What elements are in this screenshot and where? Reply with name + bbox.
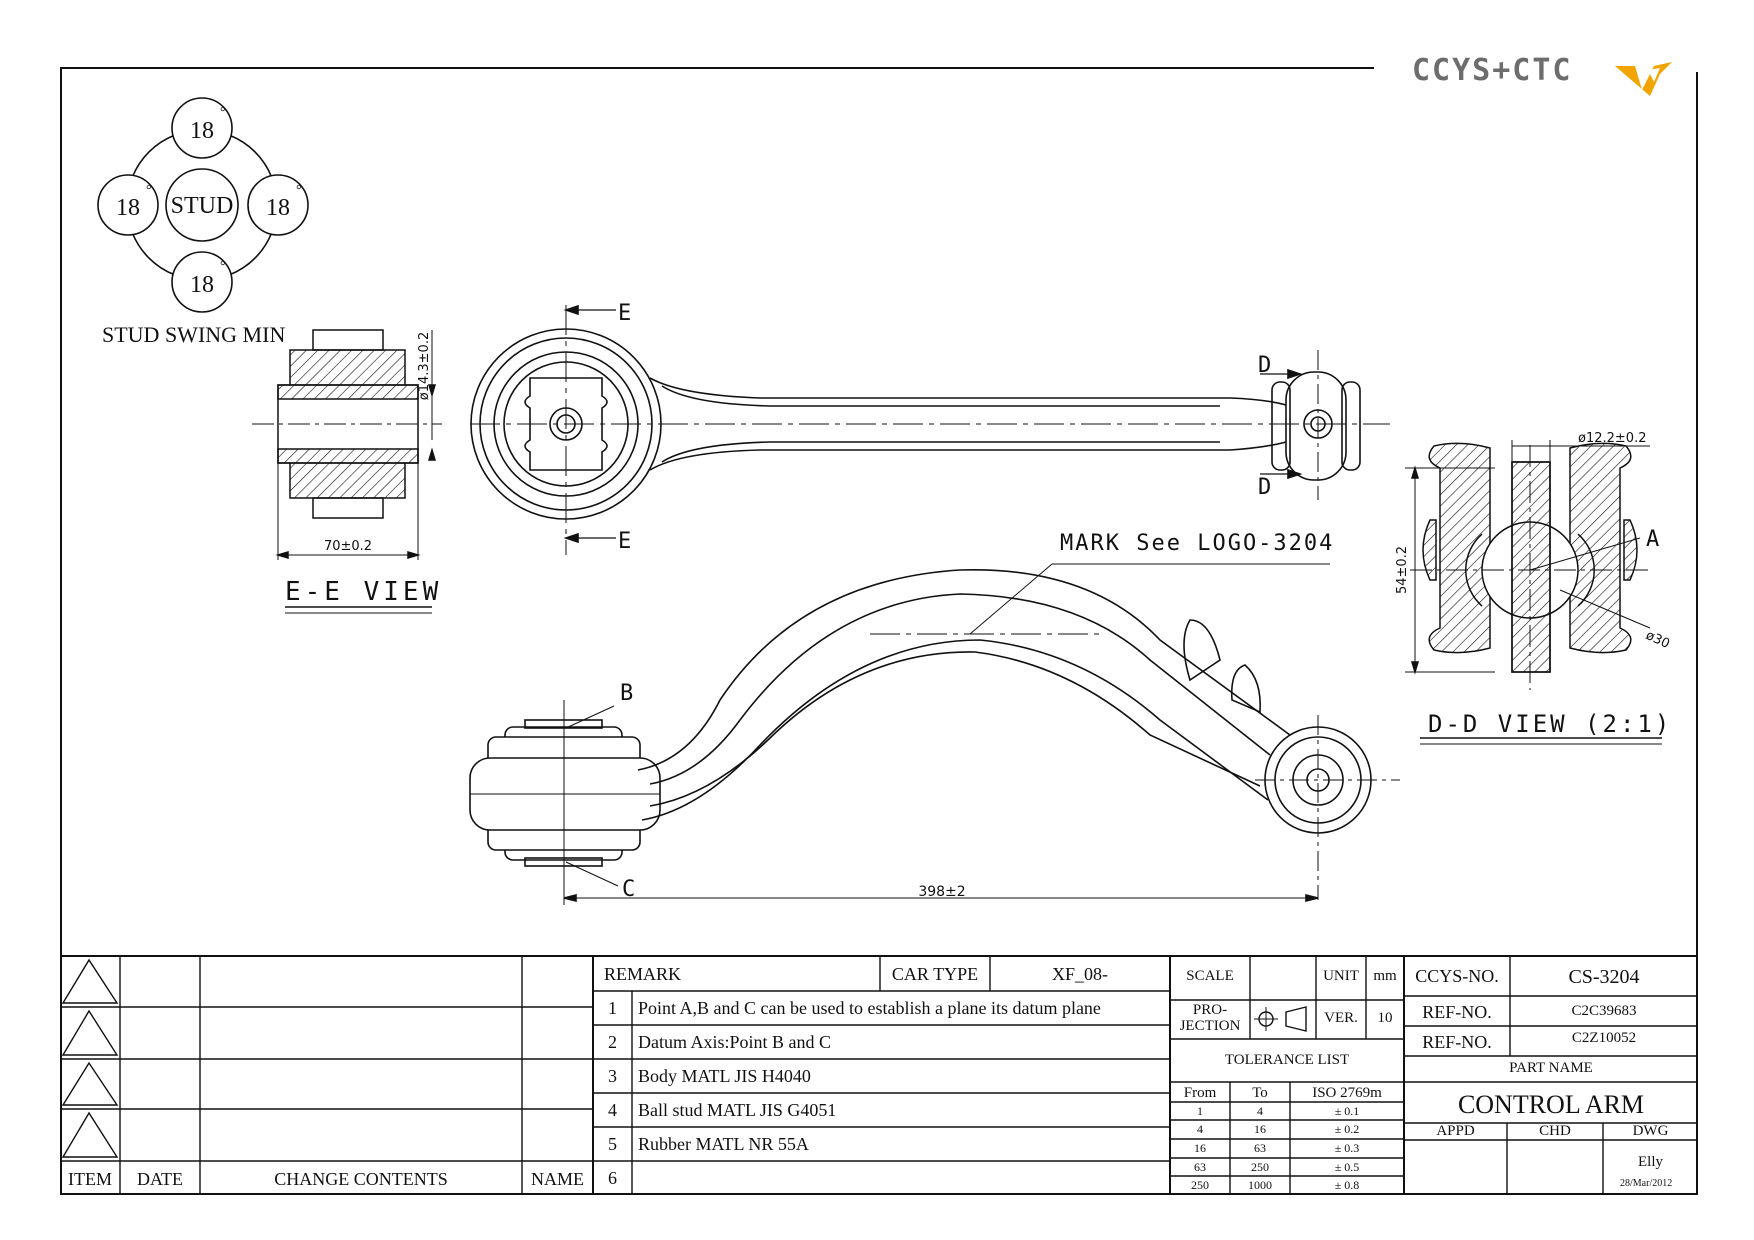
rev-header-item: ITEM [68, 1169, 112, 1189]
swing-angle-bottom: 18 [190, 272, 214, 298]
remark-text: Body MATL JIS H4040 [638, 1066, 811, 1086]
tol-to: 4 [1257, 1104, 1263, 1118]
section-d-top: D [1258, 353, 1271, 378]
ref-no-value-1: C2C39683 [1571, 1003, 1637, 1019]
part-name: CONTROL ARM [1457, 1090, 1645, 1119]
degree-mark: ° [296, 183, 302, 198]
tolerance-title: TOLERANCE LIST [1224, 1052, 1350, 1068]
dd-dim-height: 54±0.2 [1395, 546, 1410, 594]
remark-no: 4 [608, 1100, 617, 1120]
unit-label: UNIT [1323, 968, 1359, 984]
dd-view-title: D-D VIEW (2:1) [1428, 710, 1672, 738]
point-a-label: A [1646, 527, 1659, 552]
degree-mark: ° [220, 105, 226, 120]
tol-from: 63 [1194, 1160, 1206, 1174]
swing-center-circle [165, 168, 239, 242]
tol-header-iso: ISO 2769m [1312, 1085, 1382, 1101]
remark-text: Point A,B and C can be used to establish… [638, 998, 1101, 1018]
swing-left-circle [97, 174, 159, 236]
car-type-value: XF_08- [1051, 964, 1108, 984]
ee-dim-width: 70±0.2 [324, 539, 372, 554]
tol-header-to: To [1252, 1085, 1268, 1101]
remark-no: 2 [608, 1032, 617, 1052]
remark-label: REMARK [604, 964, 682, 984]
dwg-label: DWG [1632, 1123, 1669, 1139]
mark-note: MARK See LOGO-3204 [1060, 531, 1334, 556]
tol-value: ± 0.1 [1334, 1104, 1360, 1118]
appd-label: APPD [1436, 1123, 1475, 1139]
ccys-no-label: CCYS-NO. [1415, 966, 1499, 986]
rev-header-name: NAME [531, 1169, 584, 1189]
ver-label: VER. [1324, 1010, 1358, 1026]
car-type-label: CAR TYPE [891, 964, 979, 984]
unit-value: mm [1373, 968, 1397, 984]
ccys-no-value: CS-3204 [1568, 966, 1640, 988]
ref-no-label-1: REF-NO. [1422, 1002, 1492, 1022]
ref-no-value-2: C2Z10052 [1571, 1030, 1637, 1046]
degree-mark: ° [220, 259, 226, 274]
top-view-arm [470, 304, 1390, 555]
tol-from: 1 [1197, 1104, 1203, 1118]
dwg-name: Elly [1638, 1154, 1663, 1170]
remark-no: 6 [608, 1168, 617, 1188]
point-b-label: B [620, 681, 633, 706]
degree-mark: ° [146, 183, 152, 198]
tol-value: ± 0.8 [1334, 1178, 1360, 1192]
logo-mark-cut [1648, 68, 1660, 82]
swing-top-circle [171, 97, 233, 159]
remark-text: Ball stud MATL JIS G4051 [638, 1100, 837, 1120]
tol-from: 16 [1194, 1141, 1206, 1155]
stud-label: STUD [171, 193, 234, 219]
scale-label: SCALE [1186, 968, 1234, 984]
remark-no: 3 [608, 1066, 617, 1086]
swing-angle-right: 18 [266, 195, 290, 221]
dim-overall-length: 398±2 [918, 884, 965, 900]
tol-from: 4 [1197, 1122, 1203, 1136]
projection-label-line2: JECTION [1179, 1018, 1241, 1034]
front-view-arm [469, 563, 1400, 905]
tol-to: 16 [1254, 1122, 1266, 1136]
projection-label-line1: PRO- [1192, 1002, 1228, 1018]
dd-dim-diameter: ø12.2±0.2 [1578, 431, 1646, 446]
ee-dim-diameter: ø14.3±0.2 [417, 332, 432, 400]
rev-header-change: CHANGE CONTENTS [274, 1169, 448, 1189]
chd-label: CHD [1539, 1123, 1571, 1139]
point-c-label: C [622, 877, 635, 902]
swing-right-circle [247, 174, 309, 236]
tol-to: 1000 [1248, 1178, 1272, 1192]
ee-view-section [252, 329, 442, 560]
ver-value: 10 [1377, 1010, 1393, 1026]
ref-no-label-2: REF-NO. [1422, 1032, 1492, 1052]
tol-header-from: From [1183, 1085, 1217, 1101]
stud-swing-caption: STUD SWING MIN [102, 322, 285, 347]
rev-header-date: DATE [137, 1169, 183, 1189]
section-e-bottom: E [618, 529, 631, 554]
swing-angle-top: 18 [190, 118, 214, 144]
part-name-label: PART NAME [1509, 1060, 1593, 1076]
remark-no: 5 [608, 1134, 617, 1154]
section-e-top: E [618, 301, 631, 326]
dd-view-section [1405, 440, 1651, 690]
engineering-drawing: STUD 18 18 18 18 ° ° ° ° STUD SWING MIN … [97, 97, 1672, 905]
tol-value: ± 0.2 [1334, 1122, 1360, 1136]
tol-value: ± 0.3 [1334, 1141, 1360, 1155]
projection-label: PRO- JECTION [1170, 1002, 1250, 1034]
drawing-date: 28/Mar/2012 [1620, 1178, 1673, 1189]
swing-angle-left: 18 [116, 195, 140, 221]
section-d-bottom: D [1258, 475, 1271, 500]
tol-value: ± 0.5 [1334, 1160, 1360, 1174]
drawing-frame [60, 67, 1698, 1195]
remark-no: 1 [608, 998, 617, 1018]
tol-to: 63 [1254, 1141, 1266, 1155]
tol-from: 250 [1191, 1178, 1209, 1192]
swing-bottom-circle [171, 251, 233, 313]
ee-view-title: E-E VIEW [285, 577, 442, 607]
remark-text: Datum Axis:Point B and C [638, 1032, 832, 1052]
remark-text: Rubber MATL NR 55A [638, 1134, 809, 1154]
company-logo: CCYS+CTC [1410, 52, 1700, 102]
stud-swing-diagram [97, 97, 309, 313]
logo-text: CCYS+CTC [1412, 53, 1573, 88]
tol-to: 250 [1251, 1160, 1269, 1174]
